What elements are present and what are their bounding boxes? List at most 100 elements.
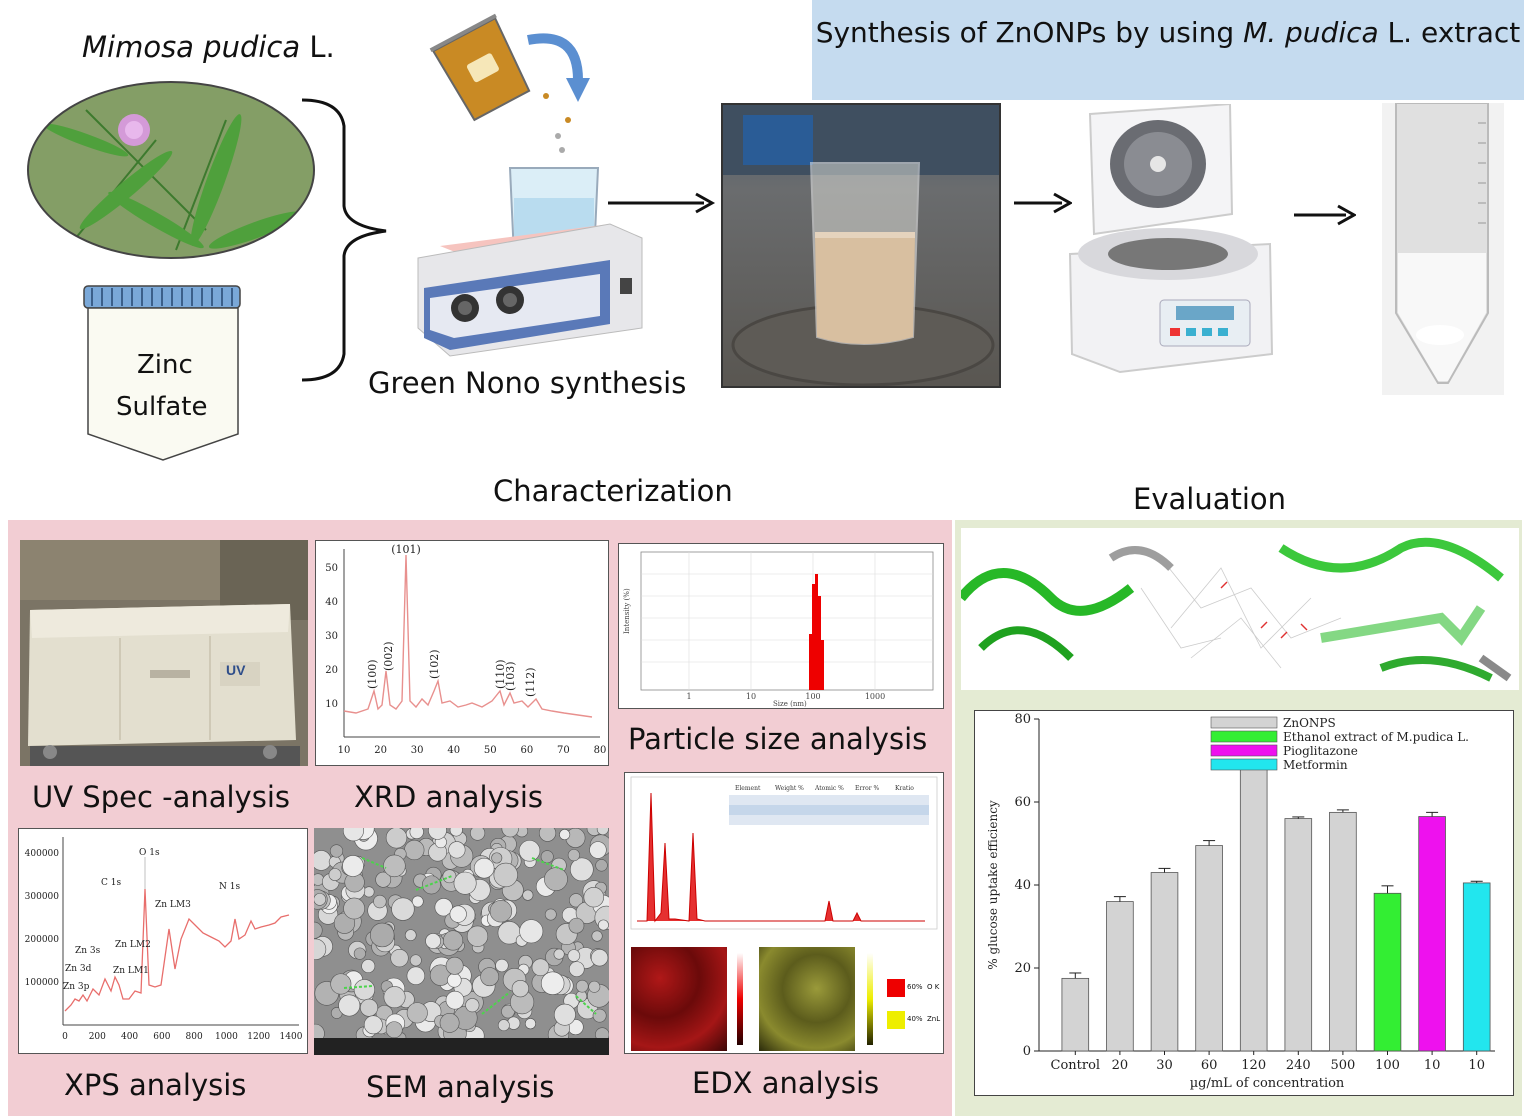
sem-grain	[449, 828, 463, 837]
xrd-y-tick: 20	[325, 665, 338, 676]
sem-grain	[583, 886, 604, 908]
sem-grain	[553, 1003, 576, 1026]
sem-grain	[342, 828, 364, 842]
sem-grain	[569, 857, 594, 882]
particle-x-tick: 1000	[865, 692, 885, 701]
sem-micrograph	[314, 828, 609, 1055]
zinc-sulfate-jar	[83, 285, 241, 461]
sem-grain	[453, 871, 477, 895]
sem-grain	[361, 959, 376, 974]
sem-grain	[575, 979, 589, 993]
xps-x-tick: 200	[89, 1032, 106, 1042]
xrd-peak-label: (100)	[366, 659, 379, 689]
sem-grain	[590, 949, 609, 967]
sem-grain	[465, 998, 480, 1013]
sem-grain	[491, 852, 503, 864]
chart-x-tick: 20	[1112, 1058, 1129, 1073]
sem-grain	[522, 889, 534, 901]
xps-x-tick: 0	[62, 1032, 68, 1042]
sem-grain	[569, 893, 584, 908]
sem-grain	[519, 919, 544, 944]
sem-grain	[597, 919, 609, 931]
sem-grain	[406, 966, 426, 985]
sem-grain	[567, 849, 580, 862]
chart-x-tick: 500	[1330, 1058, 1355, 1073]
sem-grain	[404, 929, 417, 942]
sem-grain	[540, 850, 554, 864]
sem-grain	[443, 930, 464, 951]
chart-x-tick: 10	[1424, 1058, 1441, 1073]
sem-grain	[328, 868, 342, 881]
sem-grain	[447, 973, 462, 988]
xrd-x-tick: 80	[594, 745, 607, 756]
chart-x-tick: 10	[1468, 1058, 1485, 1073]
sem-grain	[363, 886, 375, 898]
edx-analysis-label: EDX analysis	[692, 1066, 880, 1100]
sem-grain	[342, 855, 364, 877]
centrifuge-icon	[1068, 104, 1274, 374]
xps-y-tick: 300000	[25, 892, 60, 902]
edx-table-header: Weight %	[775, 785, 804, 792]
sem-grain	[391, 897, 415, 921]
sem-grain	[544, 908, 557, 921]
xrd-x-tick: 30	[411, 745, 424, 756]
xps-peak-label: Zn 3d	[65, 964, 92, 974]
sem-grain	[592, 1008, 607, 1023]
chart-legend-swatch	[1210, 730, 1278, 743]
xrd-peak-label: (110)	[494, 659, 507, 689]
uv-analysis-label: UV Spec -analysis	[32, 780, 290, 814]
particle-x-tick: 100	[805, 692, 820, 701]
chart-legend-swatch	[1210, 716, 1278, 729]
glucose-uptake-chart-panel: % glucose uptake efficiency µg/mL of con…	[974, 710, 1514, 1096]
sem-grain	[568, 917, 585, 934]
xrd-x-tick: 10	[338, 745, 351, 756]
sem-grain	[314, 921, 323, 939]
edx-table-header: Element	[735, 785, 761, 792]
particle-ylabel: Intensity (%)	[623, 588, 631, 634]
xps-x-tick: 800	[186, 1032, 203, 1042]
chart-y-tick: 80	[1014, 712, 1031, 727]
uv-spectrophotometer-photo: UV	[20, 540, 308, 766]
particle-size-label: Particle size analysis	[628, 722, 928, 756]
edx-table-header: Kratio	[895, 785, 914, 792]
xps-x-tick: 1200	[247, 1032, 270, 1042]
chart-xlabel: µg/mL of concentration	[1190, 1076, 1345, 1091]
chart-bar	[1061, 977, 1090, 1052]
xps-x-tick: 600	[153, 1032, 170, 1042]
chart-bar	[1239, 768, 1268, 1052]
xrd-x-tick: 20	[374, 745, 387, 756]
sem-grain	[497, 1019, 510, 1032]
xps-peak-label: Zn LM2	[115, 940, 151, 950]
sem-grain	[489, 900, 513, 923]
sem-grain	[411, 895, 424, 908]
xrd-y-tick: 50	[325, 563, 338, 574]
xps-peak-label: Zn 3s	[75, 946, 101, 956]
sem-grain	[406, 1002, 428, 1024]
sem-grain	[360, 998, 379, 1017]
xrd-y-tick: 10	[325, 699, 338, 710]
xrd-x-tick: 50	[484, 745, 497, 756]
edx-legend-o-swatch	[887, 979, 905, 997]
sem-grain	[445, 990, 465, 1010]
xps-peak-label: O 1s	[139, 848, 160, 858]
chart-legend-swatch	[1210, 758, 1278, 771]
chart-y-tick: 0	[1023, 1044, 1031, 1059]
green-synthesis-label: Green Nono synthesis	[368, 366, 687, 400]
sem-grain	[409, 828, 424, 839]
hotplate-stirrer-icon	[417, 133, 643, 357]
sem-grain	[329, 844, 344, 858]
chart-x-tick: 30	[1156, 1058, 1173, 1073]
xps-y-tick: 200000	[25, 935, 60, 945]
xrd-x-tick: 70	[557, 745, 570, 756]
sem-grain	[553, 948, 565, 960]
sem-grain	[495, 958, 509, 973]
sem-grain	[480, 967, 500, 987]
edx-table-header: Error %	[855, 785, 880, 792]
xps-peak-label: C 1s	[101, 878, 121, 888]
chart-bar	[1373, 892, 1402, 1052]
